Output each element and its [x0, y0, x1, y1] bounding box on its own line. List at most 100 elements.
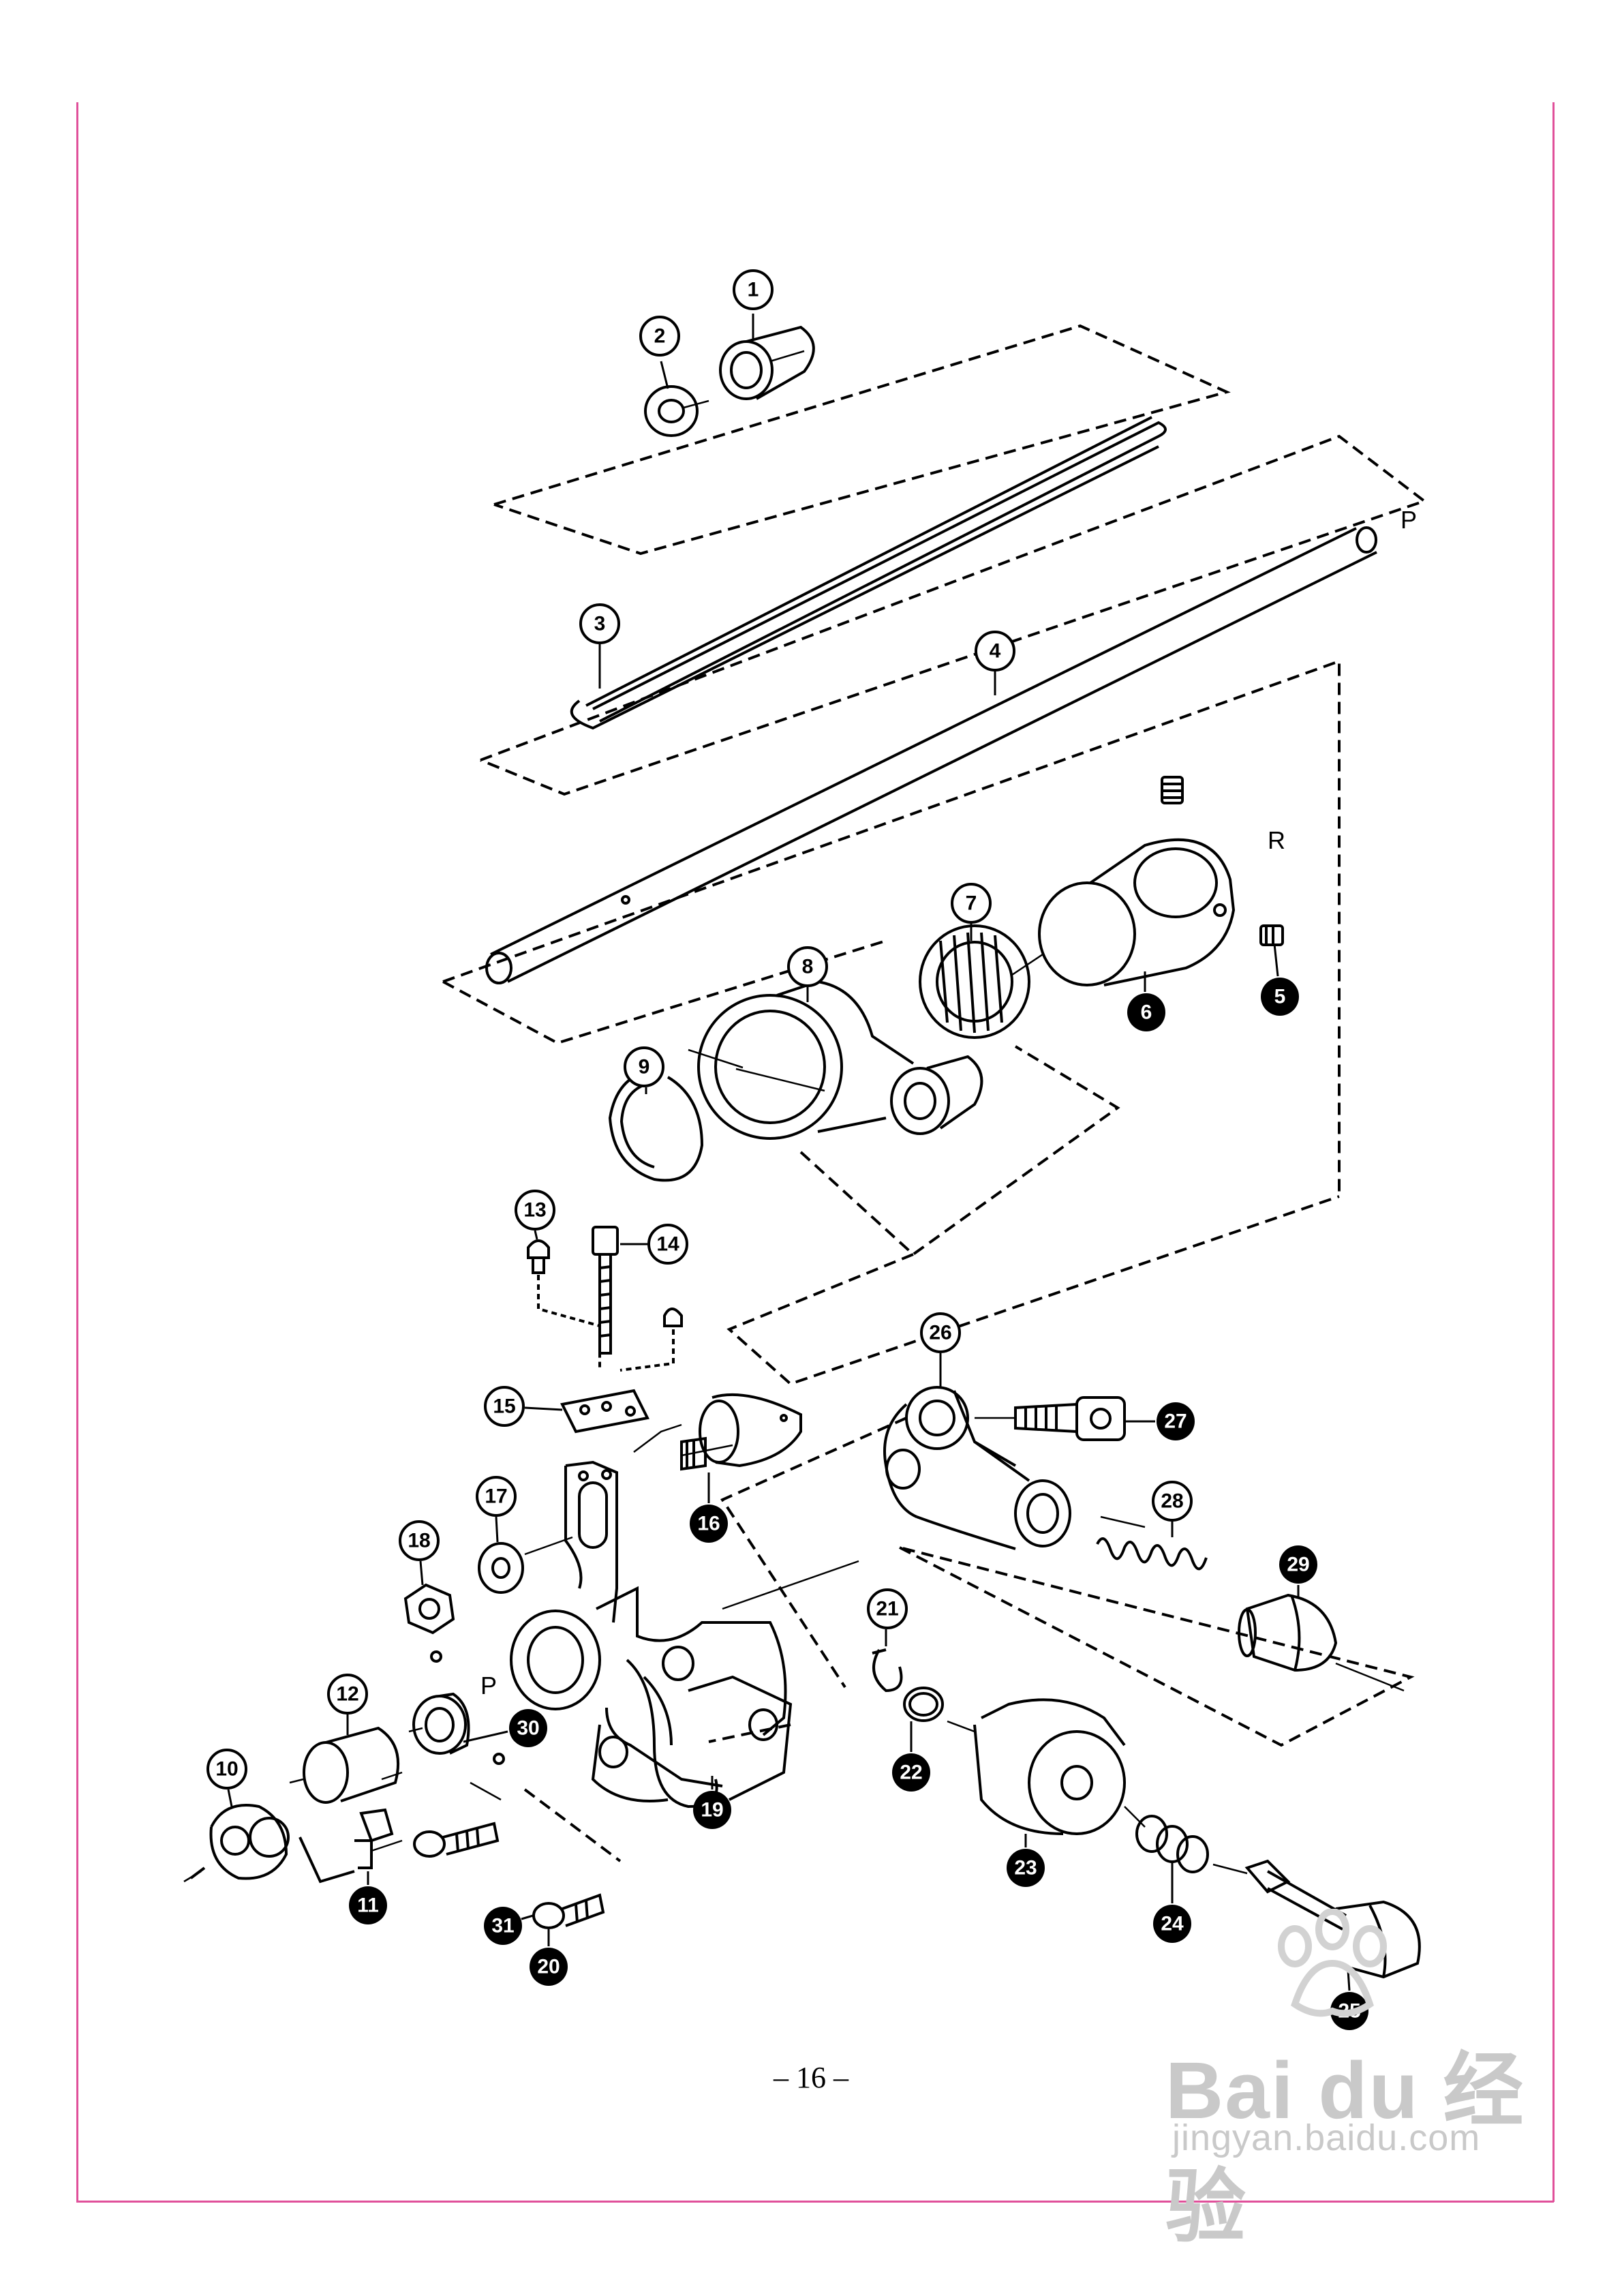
- callout-1-label: 1: [748, 279, 759, 301]
- callout-2: 2: [639, 316, 680, 389]
- part-6-collar: [1038, 838, 1236, 986]
- extra-screw: [619, 1308, 683, 1372]
- callout-10: 10: [206, 1749, 247, 1807]
- callout-30-label: 30: [517, 1717, 539, 1740]
- callout-18: 18: [399, 1520, 440, 1586]
- part-12-bushing: [303, 1726, 400, 1804]
- callout-22: 22: [892, 1721, 930, 1792]
- part-26-arm: [883, 1386, 1071, 1550]
- ref-letter-p-top: P: [1401, 506, 1417, 534]
- part-23-sleeve: [973, 1698, 1126, 1835]
- callout-29-label: 29: [1287, 1554, 1309, 1576]
- callout-3-label: 3: [594, 613, 606, 635]
- callout-17: 17: [476, 1476, 517, 1543]
- part-30-collar: [412, 1650, 505, 1765]
- callout-16-label: 16: [697, 1513, 720, 1535]
- part-16-stud: [680, 1393, 802, 1471]
- watermark-url: jingyan.baidu.com: [1172, 2117, 1481, 2158]
- callout-9-label: 9: [639, 1056, 650, 1078]
- ref-letter-p-bottom: P: [480, 1672, 497, 1700]
- part-2-washer: [644, 385, 699, 437]
- callout-29: 29: [1279, 1545, 1317, 1599]
- paw-logo-icon: [1278, 1909, 1387, 2017]
- part-20-screw: [413, 1822, 500, 1858]
- callout-22-label: 22: [900, 1762, 922, 1784]
- part-10-clamp: [189, 1804, 290, 1880]
- callout-24-label: 24: [1161, 1913, 1184, 1935]
- callout-13-label: 13: [523, 1199, 546, 1222]
- callout-31: 31: [484, 1907, 534, 1945]
- part-7-needle-bearing: [919, 924, 1030, 1039]
- part-19-body: [510, 1460, 793, 1809]
- callout-5-label: 5: [1274, 986, 1286, 1008]
- callout-12: 12: [327, 1674, 368, 1735]
- callout-19: 19: [693, 1776, 731, 1829]
- part-9-retaining-ring: [608, 1069, 704, 1182]
- part-8-crank-arm: [697, 980, 983, 1140]
- callout-11: 11: [349, 1871, 387, 1924]
- callout-28: 28: [1152, 1481, 1193, 1537]
- callout-13: 13: [515, 1190, 555, 1240]
- part-18-nut: [403, 1583, 455, 1635]
- page-number: – 16 –: [774, 2061, 848, 2094]
- callout-27: 27: [1124, 1402, 1195, 1440]
- callout-21: 21: [867, 1588, 908, 1646]
- part-21-e-ring: [872, 1648, 903, 1693]
- part-5-set-screws: [1161, 776, 1284, 946]
- group-box-shaft: [442, 434, 1428, 1196]
- baidu-watermark: Bai du 经验 jingyan.baidu.com: [1152, 1909, 1588, 2252]
- callout-23-label: 23: [1014, 1857, 1037, 1879]
- callout-1: 1: [733, 269, 774, 341]
- part-27-screw: [1014, 1396, 1126, 1441]
- callout-14-label: 14: [656, 1233, 679, 1256]
- group-box-bushing: [493, 324, 1231, 556]
- part-28-spring: [1096, 1537, 1208, 1571]
- group-box-crank: [442, 939, 1340, 1386]
- left-margin-line: [76, 102, 78, 2202]
- callout-7-label: 7: [966, 892, 977, 915]
- callout-26: 26: [920, 1312, 961, 1387]
- callouts: 1 2 3 4 5: [206, 269, 1368, 2030]
- part-11-screw: [299, 1808, 394, 1884]
- callout-15: 15: [484, 1386, 563, 1427]
- callout-4: 4: [975, 631, 1015, 695]
- callout-30: 30: [463, 1709, 547, 1747]
- callout-19-label: 19: [701, 1799, 723, 1822]
- callout-6-label: 6: [1141, 1001, 1152, 1024]
- part-14-screw: [592, 1226, 619, 1355]
- callout-18-label: 18: [408, 1530, 430, 1552]
- part-31-screw: [532, 1893, 605, 1929]
- part-1-bushing: [719, 325, 815, 400]
- callout-24: 24: [1153, 1862, 1191, 1943]
- callout-10-label: 10: [215, 1758, 238, 1781]
- callout-6: 6: [1127, 971, 1165, 1031]
- part-17-washer: [478, 1542, 524, 1594]
- part-22-o-ring: [903, 1687, 944, 1722]
- part-13-screw: [527, 1239, 601, 1370]
- callout-31-label: 31: [491, 1915, 514, 1937]
- callout-14: 14: [620, 1224, 688, 1265]
- callout-12-label: 12: [336, 1683, 358, 1706]
- callout-20: 20: [530, 1929, 568, 1986]
- callout-15-label: 15: [493, 1395, 515, 1418]
- right-margin-line: [1552, 102, 1555, 2202]
- callout-26-label: 26: [929, 1322, 951, 1344]
- part-4-shaft: [485, 526, 1377, 984]
- center-lines: [183, 350, 1405, 1883]
- part-24-springs: [1135, 1815, 1209, 1873]
- callout-21-label: 21: [876, 1598, 898, 1620]
- callout-16: 16: [690, 1472, 728, 1543]
- callout-27-label: 27: [1164, 1410, 1187, 1433]
- callout-4-label: 4: [990, 640, 1001, 663]
- part-29-plunger: [1238, 1593, 1338, 1672]
- watermark-brand: Bai du 经验: [1165, 2046, 1525, 2252]
- group-box-lower: [523, 1417, 1415, 1862]
- ref-letter-r: R: [1268, 826, 1285, 854]
- callout-17-label: 17: [485, 1485, 507, 1508]
- callout-3: 3: [579, 603, 620, 689]
- part-15-plate: [560, 1389, 649, 1434]
- callout-20-label: 20: [537, 1956, 560, 1978]
- callout-11-label: 11: [357, 1894, 379, 1917]
- callout-23: 23: [1007, 1834, 1045, 1887]
- callout-28-label: 28: [1161, 1490, 1183, 1513]
